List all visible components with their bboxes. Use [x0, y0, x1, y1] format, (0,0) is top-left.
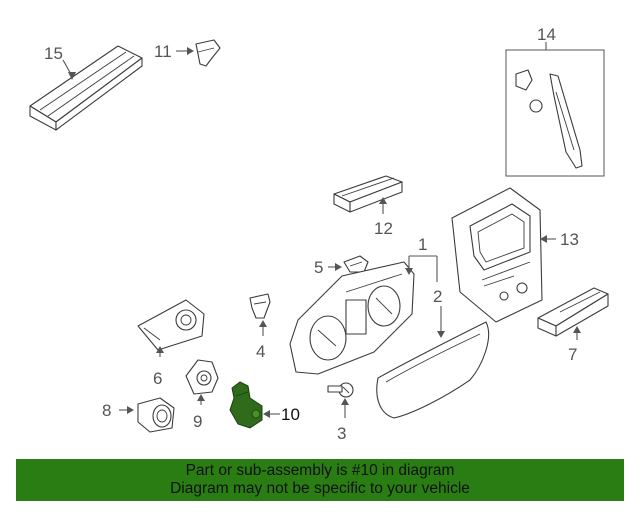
- part-6-headlamp-switch[interactable]: [137, 299, 205, 351]
- callout-7-label: 7: [568, 345, 577, 364]
- banner-line-1: Part or sub-assembly is #10 in diagram: [185, 462, 455, 479]
- callout-8: 8: [102, 401, 134, 420]
- callout-6-label: 6: [153, 369, 162, 388]
- banner-line-2: Diagram may not be specific to your vehi…: [170, 480, 470, 497]
- part-3-screw[interactable]: [327, 382, 354, 398]
- callout-1-label: 1: [418, 235, 427, 254]
- callout-6: 6: [153, 346, 164, 388]
- callout-2-label: 2: [433, 287, 442, 306]
- callout-3-label: 3: [337, 424, 346, 443]
- callout-9: 9: [193, 394, 205, 431]
- callout-4-label: 4: [256, 342, 265, 361]
- callout-10: 10: [263, 405, 300, 424]
- part-13-display-bezel[interactable]: [451, 187, 543, 323]
- part-15-switch-strip[interactable]: [29, 45, 143, 131]
- part-8-push-button[interactable]: [137, 397, 175, 433]
- callout-3: 3: [337, 398, 349, 443]
- callout-14-label: 14: [537, 25, 556, 44]
- callout-4: 4: [256, 320, 267, 361]
- part-5-bracket[interactable]: [343, 255, 369, 273]
- callout-10-label: 10: [281, 405, 300, 424]
- part-14-trim-panel-box[interactable]: [505, 49, 605, 177]
- callout-13: 13: [540, 230, 579, 249]
- callout-14: 14: [537, 25, 556, 50]
- callout-13-label: 13: [560, 230, 579, 249]
- callout-15-label: 15: [44, 44, 63, 63]
- info-banner: Part or sub-assembly is #10 in diagram D…: [16, 459, 624, 501]
- callout-5: 5: [314, 258, 342, 277]
- callout-15: 15: [44, 44, 76, 80]
- part-10-highlighted-switch[interactable]: [229, 381, 263, 429]
- callout-7: 7: [568, 326, 581, 364]
- callout-11: 11: [154, 42, 194, 61]
- part-9-switch-bracket[interactable]: [185, 359, 219, 395]
- part-2-cluster-lens[interactable]: [376, 321, 490, 419]
- part-4-bracket[interactable]: [249, 293, 271, 319]
- callout-12: 12: [374, 197, 393, 238]
- part-7-switch-panel[interactable]: [537, 287, 609, 337]
- callout-11-label: 11: [154, 42, 172, 61]
- callout-2: 2: [433, 287, 445, 338]
- callout-1: 1: [405, 235, 438, 282]
- part-11-clip[interactable]: [195, 39, 221, 67]
- callout-12-label: 12: [374, 219, 393, 238]
- callout-5-label: 5: [314, 258, 323, 277]
- part-12-module[interactable]: [333, 175, 403, 213]
- part-1-instrument-cluster[interactable]: [289, 261, 415, 375]
- callout-9-label: 9: [193, 412, 202, 431]
- callout-8-label: 8: [102, 401, 111, 420]
